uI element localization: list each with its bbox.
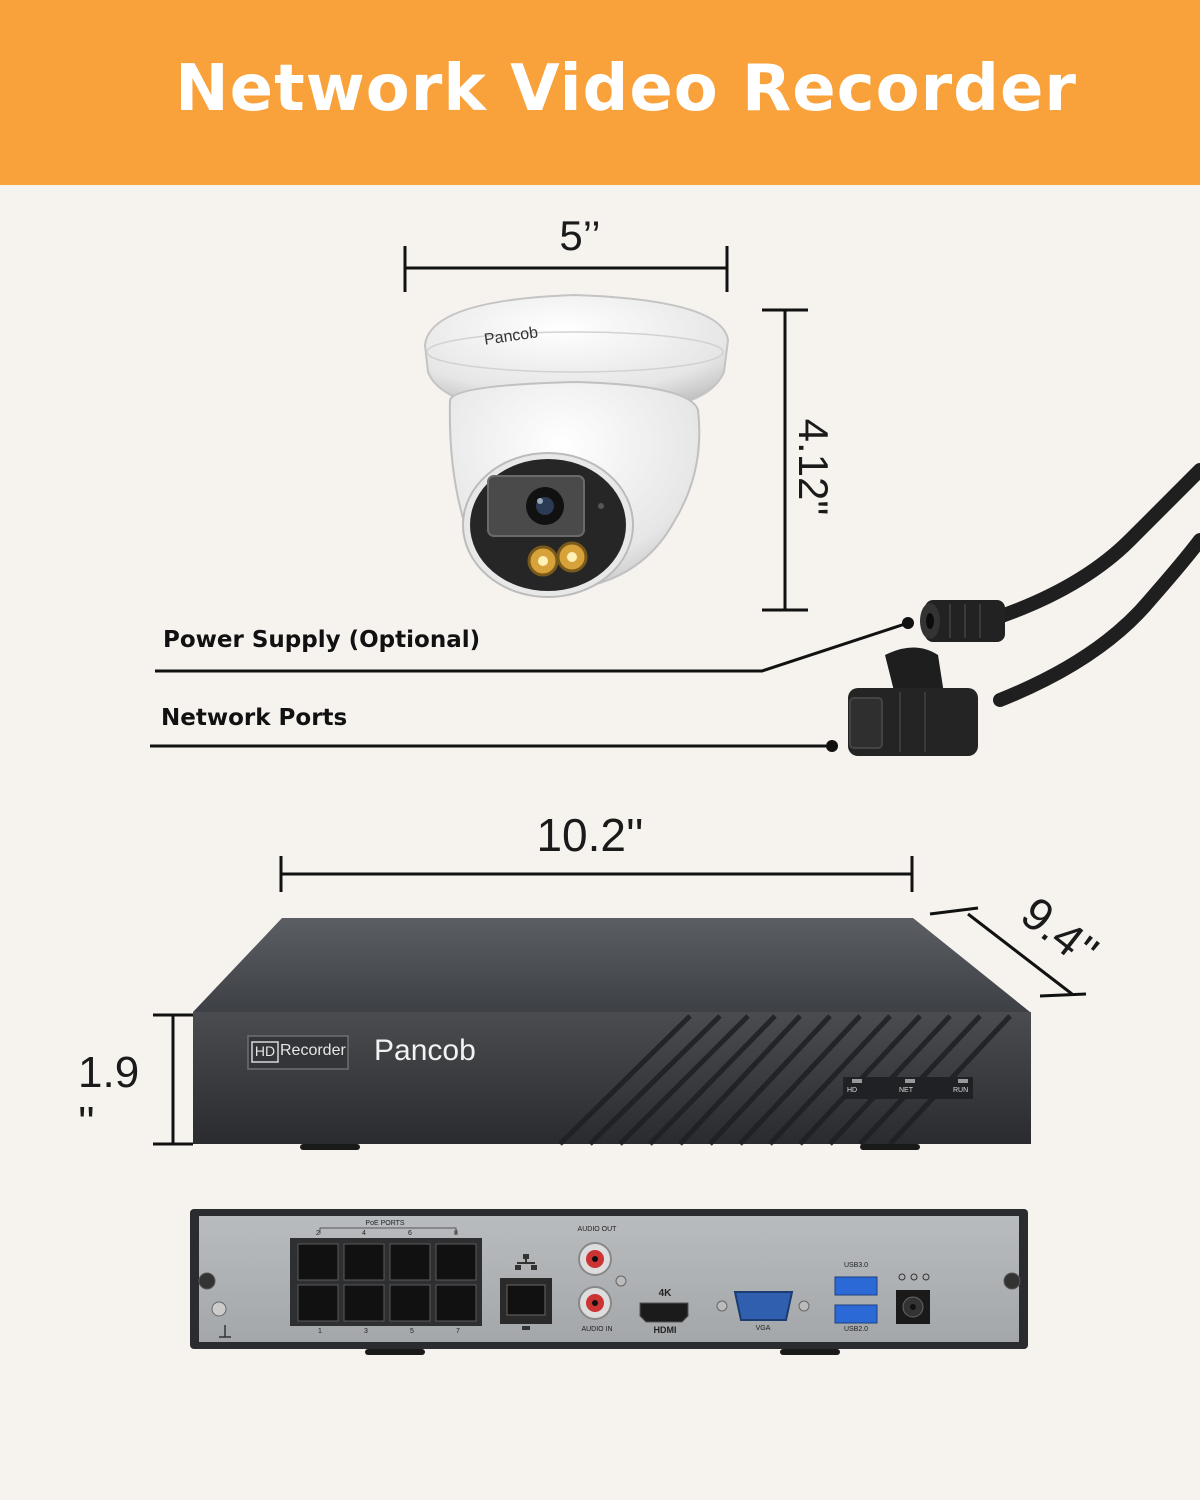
usb2-label: USB2.0 (843, 1326, 869, 1333)
power-connector (920, 600, 1005, 642)
audio-out-label: AUDIO OUT (577, 1226, 617, 1233)
nvr-width-label: 10.2'' (536, 809, 644, 861)
audio-in-label: AUDIO IN (581, 1326, 613, 1333)
poe-number-4: 4 (362, 1230, 366, 1237)
led-run-label: RUN (953, 1087, 969, 1094)
camera-width-label: 5’’ (559, 212, 601, 259)
usb3-label: USB3.0 (843, 1262, 869, 1269)
hdmi-4k-label: 4K (658, 1288, 672, 1299)
poe-number-6: 6 (408, 1230, 412, 1237)
led-hd-label: HD (847, 1087, 858, 1094)
nvr-depth-dimension (929, 906, 1087, 998)
hdmi-label: HDMI (653, 1325, 677, 1335)
header-banner: Network Video Recorder (0, 0, 1200, 185)
nvr-front (193, 918, 1031, 1150)
network-icon (515, 1254, 537, 1270)
network-connector (848, 647, 978, 756)
poe-number-3: 3 (364, 1328, 368, 1335)
poe-number-2: 2 (316, 1230, 320, 1237)
nvr-width-dimension (279, 856, 914, 892)
dome-camera (423, 293, 730, 598)
camera-height-label: 4.12" (790, 418, 837, 516)
camera-height-dimension (762, 308, 808, 612)
power-supply-callout: Power Supply (Optional) (163, 627, 481, 653)
polarity-icon (898, 1273, 930, 1281)
page-title: Network Video Recorder (175, 52, 1077, 126)
network-callout-line (150, 740, 838, 752)
power-callout-line (155, 617, 914, 673)
led-net-label: NET (899, 1087, 913, 1094)
hd-badge: HD (254, 1043, 276, 1059)
nvr-height-label: 1.9 '' (78, 1048, 140, 1147)
poe-number-1: 1 (318, 1328, 322, 1335)
poe-ports-label: PoE PORTS (365, 1220, 405, 1227)
vga-label: VGA (755, 1325, 771, 1332)
nvr-rear (190, 1209, 1028, 1355)
network-ports-callout: Network Ports (161, 705, 348, 731)
poe-number-8: 8 (454, 1230, 458, 1237)
camera-cables (983, 463, 1200, 707)
poe-number-5: 5 (410, 1328, 414, 1335)
nvr-height-dimension (153, 1013, 193, 1146)
camera-width-dimension (403, 246, 729, 292)
poe-number-7: 7 (456, 1328, 460, 1335)
recorder-badge-label: Recorder (280, 1042, 346, 1059)
nvr-brand-logo: Pancob (374, 1034, 476, 1067)
